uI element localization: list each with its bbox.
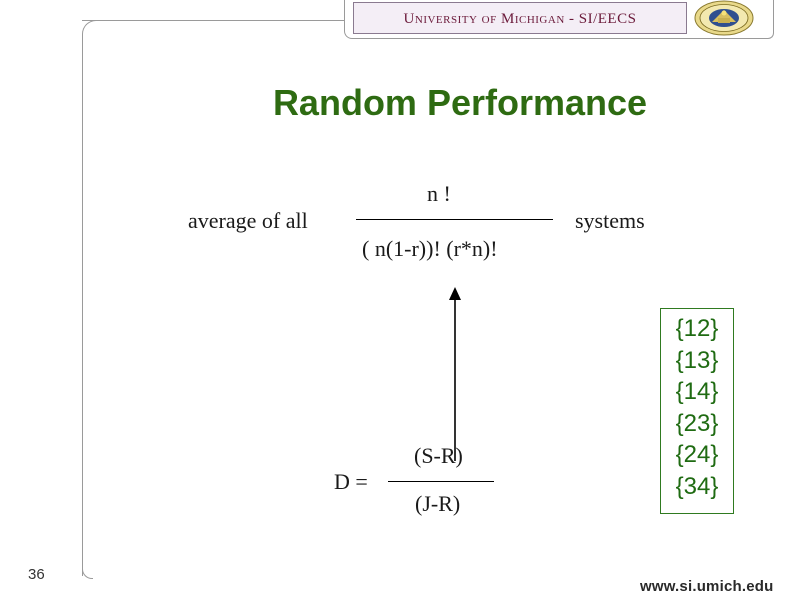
formula-prefix: average of all — [188, 208, 308, 233]
header-institution: University of Michigan - SI/EECS — [403, 11, 637, 27]
university-seal-icon — [694, 0, 754, 36]
slide-frame-left — [82, 34, 83, 576]
page-number: 36 — [28, 566, 45, 583]
d-formula-fraction-bar — [388, 481, 494, 482]
formula-denominator: ( n(1-r))! (r*n)! — [362, 236, 498, 261]
slide-frame-bottom-corner — [82, 566, 93, 579]
combination-item: {23} — [675, 409, 719, 437]
up-arrow-icon — [449, 287, 461, 461]
combination-item: {13} — [675, 346, 719, 374]
combinations-box: {12} {13} {14} {23} {24} {34} — [660, 308, 734, 514]
formula-numerator: n ! — [427, 181, 451, 206]
formula-fraction-bar — [356, 219, 553, 220]
footer-url: www.si.umich.edu — [640, 578, 774, 595]
slide-frame-top — [82, 20, 344, 21]
d-formula-numerator: (S-R) — [414, 443, 463, 468]
header-banner: University of Michigan - SI/EECS — [353, 2, 687, 34]
combination-item: {24} — [675, 441, 719, 468]
combination-item: {34} — [675, 472, 719, 500]
formula-suffix: systems — [575, 208, 645, 233]
slide-frame-corner — [82, 20, 97, 35]
d-formula-denominator: (J-R) — [415, 491, 461, 516]
combination-item: {14} — [675, 378, 719, 405]
slide-title: Random Performance — [272, 82, 648, 123]
combination-item: {12} — [675, 315, 719, 342]
d-formula-lhs: D = — [334, 469, 368, 494]
